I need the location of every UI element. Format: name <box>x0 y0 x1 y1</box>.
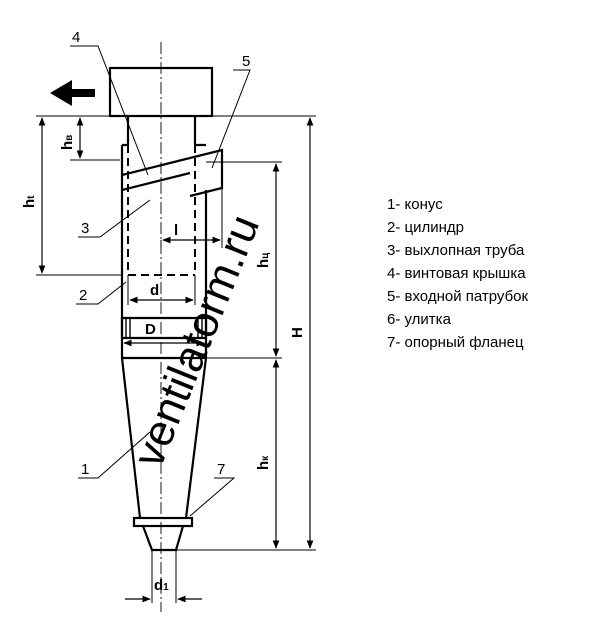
legend-item-helical-lid: 4- винтовая крышка <box>387 265 526 282</box>
legend-item-snail: 6- улитка <box>387 311 451 328</box>
callout-5: 5 <box>242 53 250 70</box>
outlet-arrow-icon <box>50 80 95 106</box>
callout-1: 1 <box>81 461 89 478</box>
dim-hv: hв <box>59 135 76 150</box>
legend-item-cylinder: 2- цилиндр <box>387 219 464 236</box>
dim-ht: ht <box>21 195 38 208</box>
dim-hk: hк <box>255 455 272 470</box>
dim-D: D <box>145 321 156 338</box>
dim-d: d <box>150 282 159 299</box>
callout-2: 2 <box>79 287 87 304</box>
legend-item-exhaust-pipe: 3- выхлопная труба <box>387 242 525 259</box>
dim-l: l <box>174 222 178 239</box>
callout-7: 7 <box>217 461 225 478</box>
legend: 1- конус 2- цилиндр 3- выхлопная труба 4… <box>387 193 528 354</box>
legend-item-inlet-pipe: 5- входной патрубок <box>387 288 529 305</box>
dim-H: H <box>289 327 306 338</box>
dim-hts: hц <box>255 252 272 268</box>
cyclone-body <box>108 66 224 552</box>
callout-4: 4 <box>72 29 80 46</box>
callout-3: 3 <box>81 220 89 237</box>
legend-item-cone: 1- конус <box>387 196 443 213</box>
dim-d1: d1 <box>154 577 169 594</box>
legend-item-support-flange: 7- опорный фланец <box>387 334 524 351</box>
